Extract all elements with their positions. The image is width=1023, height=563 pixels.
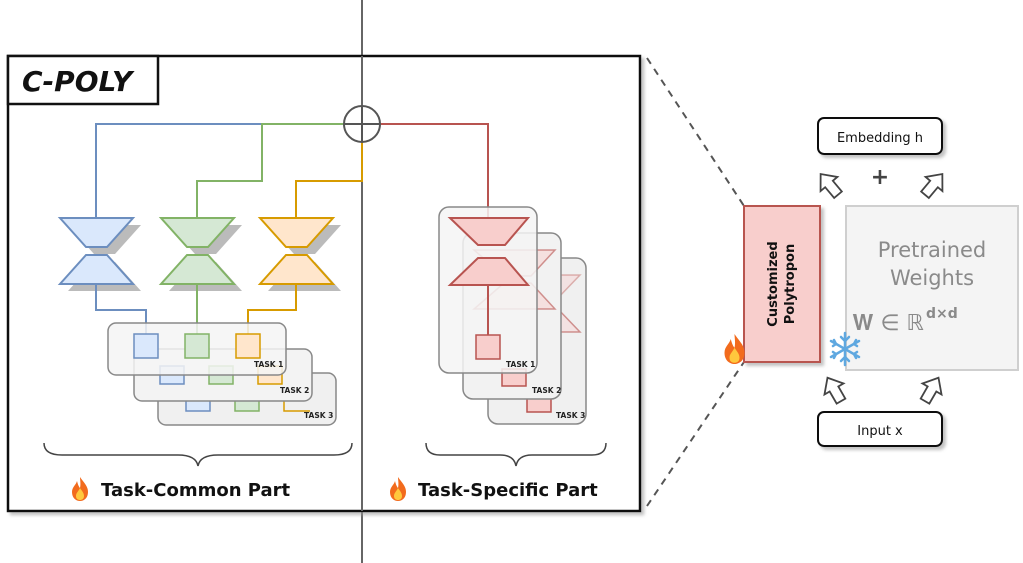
task-common-stack: TASK 3 TASK 2 TASK 1 bbox=[107, 322, 337, 426]
task-common-label: Task-Common Part bbox=[101, 480, 291, 501]
pretrained-formula: 𝐖 ∈ ℝ bbox=[852, 311, 924, 336]
task1-label-common: TASK 1 bbox=[254, 360, 283, 369]
orange-polytropon-module bbox=[257, 217, 341, 291]
adapter-label-line2: Polytropon bbox=[783, 244, 798, 324]
common-bracket bbox=[43, 442, 353, 467]
pretrained-weights-box bbox=[845, 205, 1019, 371]
arrow-icon bbox=[919, 172, 944, 200]
snowflake-icon bbox=[829, 331, 861, 367]
embedding-box bbox=[817, 117, 943, 155]
pretrained-formula-sup: d×d bbox=[926, 306, 958, 322]
task1-label-specific: TASK 1 bbox=[506, 360, 535, 369]
arrow-icon bbox=[819, 172, 844, 200]
fire-icon bbox=[724, 334, 745, 364]
task-specific-label: Task-Specific Part bbox=[418, 480, 598, 501]
task3-label-specific: TASK 3 bbox=[556, 411, 585, 420]
customized-polytropon-box bbox=[743, 205, 821, 363]
task1-card-specific: TASK 1 bbox=[438, 206, 538, 374]
task3-label-common: TASK 3 bbox=[304, 411, 333, 420]
task-specific-stack: TASK 3 TASK 2 TASK 1 bbox=[438, 206, 587, 425]
blue-polytropon-module bbox=[57, 217, 141, 291]
embedding-label: Embedding h bbox=[837, 131, 923, 146]
arrow-icon bbox=[823, 376, 847, 405]
fire-icon bbox=[390, 477, 406, 501]
pretrained-line2: Weights bbox=[890, 266, 974, 290]
input-label: Input x bbox=[857, 424, 903, 439]
zoom-line-top bbox=[646, 57, 745, 207]
task2-label-specific: TASK 2 bbox=[532, 386, 561, 395]
orange-connector bbox=[247, 284, 297, 334]
input-box bbox=[817, 411, 943, 447]
title-box bbox=[6, 54, 160, 106]
task2-label-common: TASK 2 bbox=[280, 386, 309, 395]
red-route bbox=[380, 123, 489, 218]
plus-sign: + bbox=[871, 165, 889, 190]
panel-title: C-POLY bbox=[22, 65, 135, 98]
c-poly-panel: C-POLY bbox=[6, 54, 642, 513]
orange-route bbox=[295, 142, 363, 218]
adapter-label-line1: Customized bbox=[766, 241, 781, 326]
blue-connector bbox=[95, 284, 147, 334]
green-route bbox=[196, 123, 346, 218]
blue-route bbox=[95, 123, 262, 218]
lora-panel: Embedding h + Pretrained Weights 𝐖 ∈ ℝ d… bbox=[724, 117, 1019, 447]
specific-bracket bbox=[425, 442, 607, 467]
zoom-line-bottom bbox=[646, 361, 745, 507]
circle-plus-icon bbox=[343, 105, 381, 143]
arrow-icon bbox=[919, 376, 943, 405]
task1-card-common: TASK 1 bbox=[107, 322, 287, 376]
pretrained-line1: Pretrained bbox=[878, 238, 987, 262]
fire-icon bbox=[72, 477, 88, 501]
green-polytropon-module bbox=[158, 217, 242, 291]
